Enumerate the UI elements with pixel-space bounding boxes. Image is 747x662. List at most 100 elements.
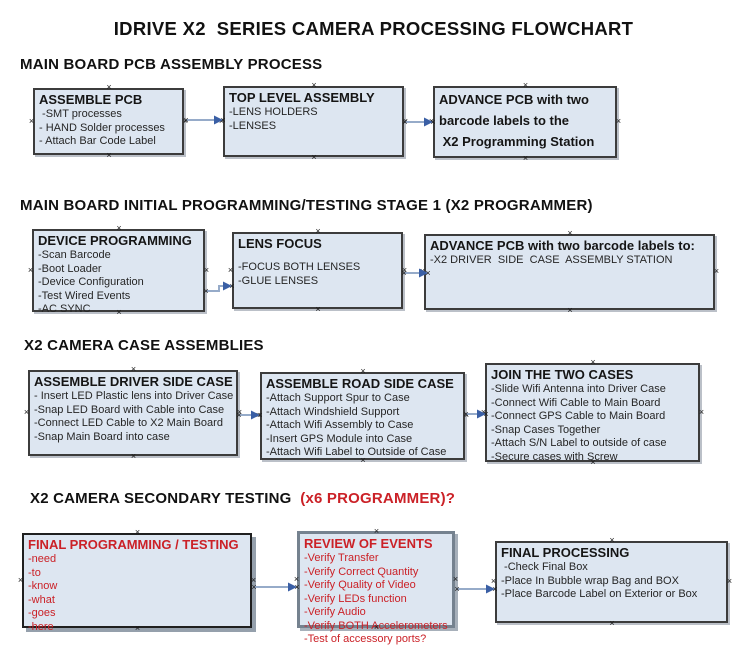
connector-arrow[interactable]: × × [236, 410, 262, 420]
section-header-red-text: (x6 PROGRAMMER)? [300, 490, 456, 507]
arrow-endpoint-icon: × [183, 115, 188, 125]
selection-handle-icon[interactable]: × [116, 307, 122, 317]
selection-handle-icon[interactable]: × [28, 115, 35, 126]
box-assemble-pcb[interactable]: ASSEMBLE PCB -SMT processes- HAND Solder… [29, 83, 188, 160]
box-assemble-road-side-case[interactable]: ASSEMBLE ROAD SIDE CASE -Attach Support … [256, 367, 469, 465]
selection-handle-icon[interactable]: × [130, 451, 137, 461]
selection-handle-icon[interactable]: × [315, 226, 321, 236]
connector-arrow[interactable]: × × [401, 268, 430, 278]
selection-handle-icon[interactable]: × [311, 152, 317, 162]
selection-handle-icon[interactable]: × [360, 366, 366, 376]
box-title: JOIN THE TWO CASES [491, 367, 634, 382]
selection-handle-icon[interactable]: × [182, 115, 189, 126]
box-item: -LENS HOLDERS [229, 106, 318, 119]
arrow-endpoint-icon: × [430, 117, 435, 127]
selection-handle-icon[interactable]: × [227, 264, 234, 275]
selection-handle-icon[interactable]: × [250, 574, 257, 585]
selection-handle-icon[interactable]: × [17, 574, 24, 585]
selection-handle-icon[interactable]: × [130, 364, 137, 374]
selection-handle-icon[interactable]: × [609, 618, 615, 628]
box-device-programming[interactable]: DEVICE PROGRAMMING -Scan Barcode-Boot Lo… [28, 224, 209, 317]
selection-handle-icon[interactable]: × [236, 407, 243, 417]
selection-handle-icon[interactable]: × [360, 455, 366, 465]
connector-arrow[interactable]: × × [454, 584, 497, 594]
section-header-initial-programming: MAIN BOARD INITIAL PROGRAMMING/TESTING S… [20, 197, 593, 214]
box-item: -Place In Bubble wrap Bag and BOX [501, 574, 679, 587]
box-item: -Snap Cases Together [491, 423, 601, 436]
selection-handle-icon[interactable]: × [134, 527, 141, 537]
selection-handle-icon[interactable]: × [590, 357, 596, 367]
box-final-processing[interactable]: FINAL PROCESSING -Check Final Box-Place … [491, 536, 732, 628]
selection-handle-icon[interactable]: × [522, 80, 529, 90]
selection-handle-icon[interactable]: × [480, 406, 487, 417]
connector-arrow[interactable]: × × [463, 409, 488, 419]
box-item: -Attach Wifi Label to Outside of Case [266, 446, 447, 459]
selection-handle-icon[interactable]: × [567, 305, 573, 315]
connector-arrow[interactable]: × × [203, 281, 234, 296]
section-header-text: X2 CAMERA CASE ASSEMBLIES [24, 337, 264, 354]
selection-handle-icon[interactable]: × [373, 622, 380, 632]
box-title: FINAL PROGRAMMING / TESTING [28, 537, 239, 552]
box-lens-focus[interactable]: LENS FOCUS -FOCUS BOTH LENSES-GLUE LENSE… [228, 227, 407, 314]
selection-handle-icon[interactable]: × [106, 150, 112, 160]
box-items: -SMT processes- HAND Solder processes- A… [39, 108, 180, 149]
section-header-text: X2 CAMERA SECONDARY TESTING [30, 490, 301, 507]
selection-handle-icon[interactable]: × [427, 117, 436, 126]
arrow-endpoint-icon: × [454, 584, 459, 594]
selection-handle-icon[interactable]: × [615, 116, 622, 126]
selection-handle-icon[interactable]: × [401, 264, 408, 275]
selection-handle-icon[interactable]: × [315, 304, 321, 314]
box-items: -Scan Barcode-Boot Loader-Device Configu… [38, 249, 201, 317]
box-join-the-two-cases[interactable]: JOIN THE TWO CASES -Slide Wifi Antenna i… [481, 358, 704, 467]
box-review-of-events[interactable]: REVIEW OF EVENTS -Verify Transfer-Verify… [294, 527, 458, 646]
box-item: -Connect GPS Cable to Main Board [491, 410, 666, 423]
box-assemble-driver-side-case[interactable]: ASSEMBLE DRIVER SIDE CASE - Insert LED P… [24, 365, 242, 461]
selection-handle-icon[interactable]: × [134, 623, 141, 633]
box-item: -Verify Correct Quantity [304, 565, 419, 578]
box-title: TOP LEVEL ASSEMBLY [229, 90, 375, 105]
box-final-programming-testing[interactable]: FINAL PROGRAMMING / TESTING -need-to-kno… [18, 528, 256, 633]
box-item: ADVANCE PCB with two [439, 92, 589, 107]
selection-handle-icon[interactable]: × [490, 576, 497, 586]
selection-handle-icon[interactable]: × [609, 535, 615, 545]
selection-handle-icon[interactable]: × [373, 526, 380, 536]
selection-handle-icon[interactable]: × [402, 115, 409, 126]
box-items: -X2 DRIVER SIDE CASE ASSEMBLY STATION [430, 254, 711, 268]
selection-handle-icon[interactable]: × [713, 266, 720, 276]
selection-handle-icon[interactable]: × [698, 406, 705, 417]
box-item: -here [28, 620, 54, 633]
box-advance-pcb-driver-side[interactable]: ADVANCE PCB with two barcode labels to: … [420, 229, 719, 315]
box-item: -Place Barcode Label on Exterior or Box [501, 588, 698, 601]
box-item: -goes [28, 607, 56, 620]
selection-handle-icon[interactable]: × [452, 573, 459, 584]
selection-handle-icon[interactable]: × [23, 407, 30, 417]
selection-handle-icon[interactable]: × [726, 576, 733, 586]
box-item: -Attach Wifi Assembly to Case [266, 419, 414, 432]
selection-handle-icon[interactable]: × [203, 264, 210, 275]
arrow-endpoint-icon: × [203, 286, 208, 296]
selection-handle-icon[interactable]: × [27, 264, 34, 275]
section-header-text: MAIN BOARD PCB ASSEMBLY PROCESS [20, 56, 323, 73]
box-title: LENS FOCUS [238, 236, 322, 251]
selection-handle-icon[interactable]: × [567, 228, 573, 238]
box-top-level-assembly[interactable]: TOP LEVEL ASSEMBLY -LENS HOLDERS-LENSES … [219, 81, 408, 162]
connector-arrow[interactable]: × × [183, 115, 225, 125]
box-title: ASSEMBLE ROAD SIDE CASE [266, 376, 454, 391]
arrow-endpoint-icon: × [402, 117, 407, 127]
box-item: -what [28, 593, 55, 606]
selection-handle-icon[interactable]: × [311, 80, 317, 90]
selection-handle-icon[interactable]: × [106, 82, 112, 92]
box-item: -Scan Barcode [38, 249, 111, 262]
connector-arrow[interactable]: × × [251, 582, 299, 592]
box-items: -Check Final Box-Place In Bubble wrap Ba… [501, 561, 724, 602]
connector-arrow[interactable]: × × [402, 117, 435, 127]
selection-handle-icon[interactable]: × [590, 457, 596, 467]
box-item: -GLUE LENSES [238, 274, 319, 287]
selection-handle-icon[interactable]: × [116, 223, 122, 233]
box-title: FINAL PROCESSING [501, 545, 630, 560]
selection-handle-icon[interactable]: × [522, 153, 529, 163]
box-title: DEVICE PROGRAMMING [38, 233, 192, 248]
box-item: -Verify Audio [304, 606, 366, 619]
selection-handle-icon[interactable]: × [293, 573, 300, 584]
